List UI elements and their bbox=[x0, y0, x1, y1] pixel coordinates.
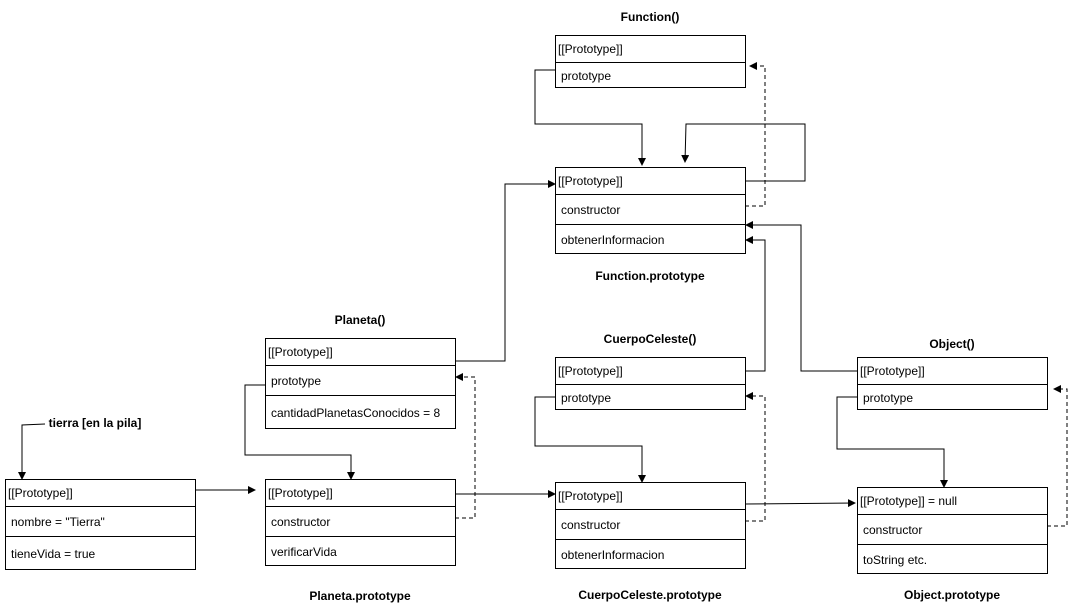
edge-cuerpo-prototype-prop bbox=[534, 396, 646, 483]
edge-planeta-prototype-constructor bbox=[455, 373, 476, 519]
box-row: [[Prototype]] bbox=[860, 364, 925, 378]
edge-function-prototype-prop bbox=[534, 69, 646, 166]
box-row: prototype bbox=[858, 384, 1047, 410]
box-tierra: [[Prototype]] nombre = "Tierra" tieneVid… bbox=[5, 479, 196, 570]
box-row: constructor bbox=[556, 194, 745, 224]
box-row: constructor bbox=[858, 514, 1047, 544]
box-function-prototype: [[Prototype]] constructor obtenerInforma… bbox=[555, 167, 746, 254]
box-row: prototype bbox=[556, 62, 745, 88]
title-function: Function() bbox=[620, 10, 680, 24]
box-row: constructor bbox=[266, 506, 455, 536]
edge-cuerpo-prototype-proto-link bbox=[744, 499, 856, 508]
title-cuerpo-celeste: CuerpoCeleste() bbox=[603, 332, 697, 346]
box-row: obtenerInformacion bbox=[556, 224, 745, 254]
title-tierra: tierra [en la pila] bbox=[48, 416, 142, 430]
box-row: [[Prototype]] bbox=[268, 345, 333, 359]
edge-cuerpo-proto-link bbox=[745, 236, 766, 372]
box-row: [[Prototype]] bbox=[558, 364, 623, 378]
title-planeta-prototype: Planeta.prototype bbox=[309, 589, 411, 603]
box-row: cantidadPlanetasConocidos = 8 bbox=[266, 395, 455, 429]
edge-planeta-prototype-prop bbox=[244, 384, 355, 480]
edge-cuerpo-prototype-constructor bbox=[745, 392, 766, 522]
title-object: Object() bbox=[929, 337, 975, 351]
edge-function-prototype-constructor bbox=[681, 123, 806, 182]
title-cuerpo-celeste-prototype: CuerpoCeleste.prototype bbox=[578, 588, 722, 602]
box-row: prototype bbox=[556, 384, 745, 410]
box-planeta-prototype: [[Prototype]] constructor verificarVida bbox=[265, 479, 456, 566]
box-row: nombre = "Tierra" bbox=[6, 506, 195, 536]
box-object-prototype: [[Prototype]] = null constructor toStrin… bbox=[857, 487, 1048, 574]
edge-object-prototype-prop bbox=[836, 396, 948, 488]
box-row: toString etc. bbox=[858, 544, 1047, 574]
edge-object-proto-link bbox=[745, 221, 857, 372]
box-function: [[Prototype]] prototype bbox=[555, 35, 746, 88]
box-row: constructor bbox=[556, 509, 745, 539]
title-function-prototype: Function.prototype bbox=[595, 269, 705, 283]
box-row: [[Prototype]] bbox=[268, 486, 333, 500]
box-cuerpo-celeste-prototype: [[Prototype]] constructor obtenerInforma… bbox=[555, 482, 746, 569]
box-object: [[Prototype]] prototype bbox=[857, 357, 1048, 410]
box-row: obtenerInformacion bbox=[556, 539, 745, 569]
title-planeta: Planeta() bbox=[334, 313, 386, 327]
edge-planeta-proto-link bbox=[455, 180, 556, 362]
box-row: verificarVida bbox=[266, 536, 455, 566]
box-planeta: [[Prototype]] prototype cantidadPlanetas… bbox=[265, 338, 456, 429]
box-cuerpo-celeste: [[Prototype]] prototype bbox=[555, 357, 746, 410]
edge-object-prototype-constructor bbox=[1047, 385, 1068, 527]
title-object-prototype: Object.prototype bbox=[903, 588, 1001, 602]
box-row: [[Prototype]] bbox=[558, 174, 623, 188]
box-row: [[Prototype]] = null bbox=[860, 494, 958, 508]
box-row: prototype bbox=[266, 365, 455, 395]
box-row: [[Prototype]] bbox=[8, 486, 73, 500]
box-row: tieneVida = true bbox=[6, 536, 195, 570]
box-row: [[Prototype]] bbox=[558, 42, 623, 56]
edge-tierra-label bbox=[18, 423, 46, 480]
edge-function-proto-link bbox=[745, 62, 766, 207]
box-row: [[Prototype]] bbox=[558, 489, 623, 503]
